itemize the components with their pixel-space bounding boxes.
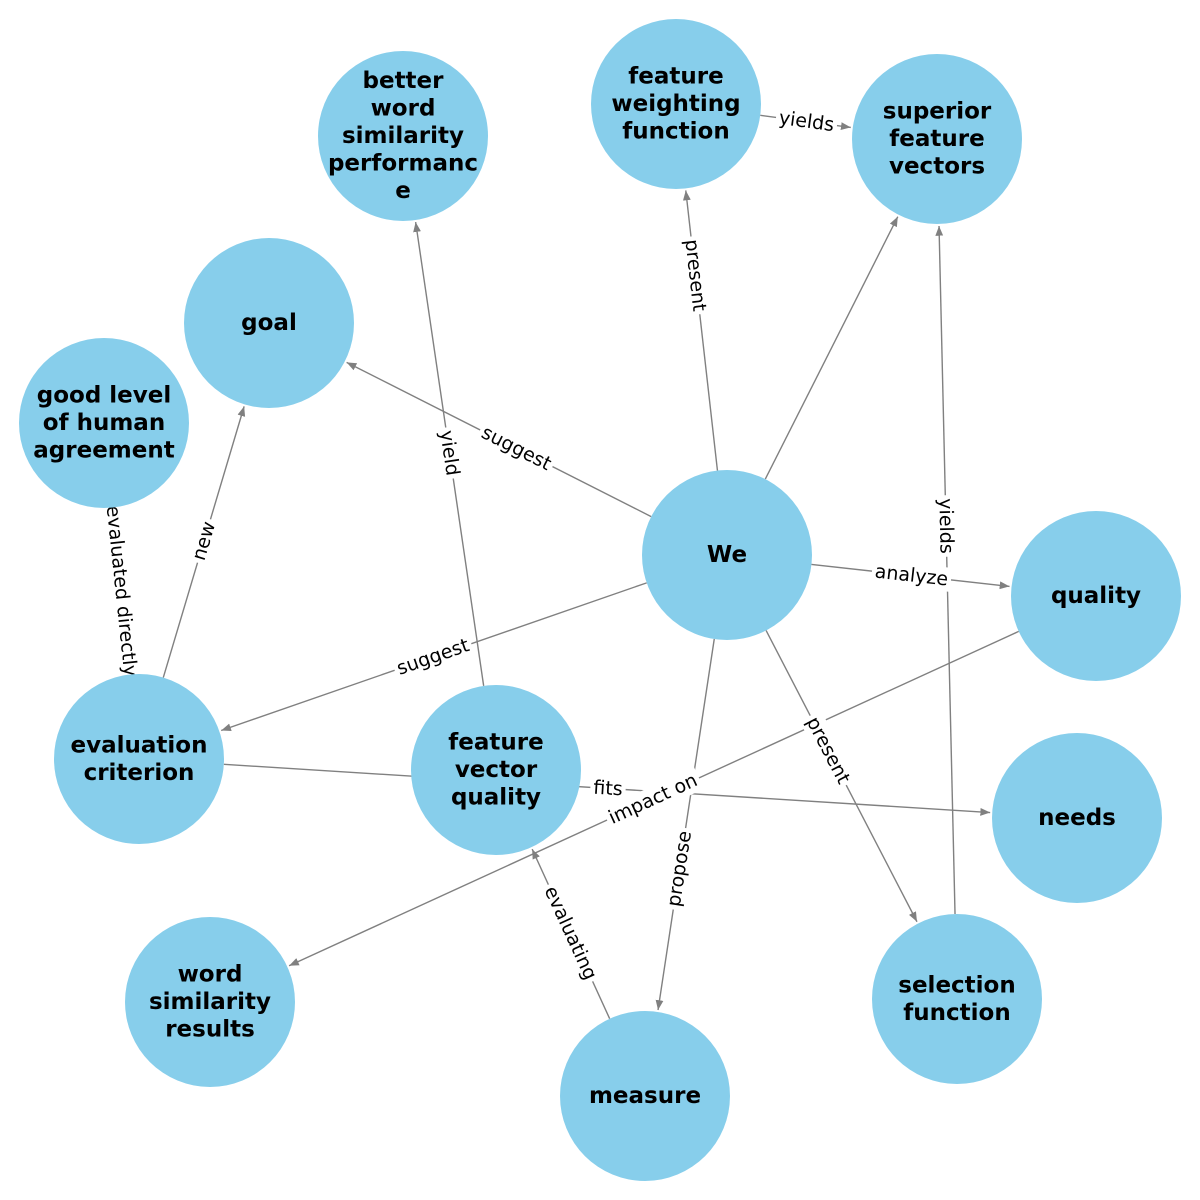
node-label-line: quality	[1051, 583, 1141, 609]
edge-label-bg	[537, 879, 604, 987]
edge-label-bg	[433, 425, 466, 481]
edge-label-bg	[870, 559, 953, 592]
node-label-line: feature	[628, 64, 723, 90]
node-circle	[852, 54, 1022, 224]
node-label-line: superior	[883, 99, 992, 125]
edge-label-we-selection: present	[799, 710, 857, 791]
node-label-line: criterion	[84, 760, 195, 786]
edge-label-we-measure: propose	[661, 826, 698, 912]
node-label-line: goal	[241, 310, 297, 336]
edge-label-text: yields	[778, 107, 836, 136]
edge-we-weighting	[682, 190, 719, 471]
node-needs: needs	[992, 733, 1162, 903]
node-label-line: feature	[889, 126, 984, 152]
node-circle	[992, 733, 1162, 903]
edge-label-evaluation-agreement: evaluated directly	[100, 501, 143, 681]
node-label-line: vector	[455, 757, 538, 783]
edge-label-fvq-better: yield	[433, 425, 466, 481]
node-label-line: of human	[43, 410, 165, 436]
node-label-line: function	[903, 1000, 1010, 1026]
node-label-line: We	[707, 542, 747, 568]
edge-label-bg	[933, 495, 959, 557]
node-label-line: good level	[37, 383, 172, 409]
edge-label-evaluation-needs: fits	[589, 775, 627, 802]
node-label-line: results	[165, 1017, 255, 1043]
node-label-line: similarity	[149, 989, 271, 1015]
edge-label-bg	[100, 501, 143, 681]
edge-label-bg	[474, 419, 558, 478]
node-circle	[184, 238, 354, 408]
edge-label-we-goal: suggest	[474, 419, 558, 478]
edge-label-measure-fvq: evaluating	[537, 879, 604, 987]
node-label-line: evaluation	[71, 732, 208, 758]
edge-label-text: yield	[435, 429, 463, 477]
node-goal: goal	[184, 238, 354, 408]
edge-label-evaluation-goal: new	[186, 515, 222, 567]
node-circle	[54, 674, 224, 844]
node-circle	[872, 914, 1042, 1084]
edge-label-selection-superior: yields	[933, 495, 959, 557]
node-circle	[411, 685, 581, 855]
edge-label-bg	[602, 767, 704, 831]
edge-label-text: yields	[934, 498, 957, 554]
node-circle	[560, 1011, 730, 1181]
edge-label-text: suggest	[478, 421, 555, 475]
edge-label-text: present	[680, 238, 710, 312]
node-label-line: word	[178, 962, 243, 988]
node-measure: measure	[560, 1011, 730, 1181]
edge-label-bg	[774, 105, 839, 138]
edge-label-weighting-superior: yields	[774, 105, 839, 138]
node-circle	[318, 51, 488, 221]
edge-label-bg	[589, 775, 627, 802]
edge-label-text: new	[188, 519, 220, 563]
node-circle	[125, 917, 295, 1087]
node-label-line: needs	[1038, 805, 1116, 831]
node-circle	[1011, 511, 1181, 681]
node-label-line: e	[395, 178, 411, 204]
edge-label-text: suggest	[394, 634, 472, 679]
node-circle	[19, 338, 189, 508]
edge-label-we-weighting: present	[679, 235, 712, 316]
node-label-line: weighting	[611, 91, 740, 117]
node-quality: quality	[1011, 511, 1181, 681]
node-label-line: agreement	[33, 438, 174, 464]
edge-label-text: evaluating	[540, 883, 602, 983]
edge-we-measure	[655, 638, 715, 1011]
edge-label-bg	[186, 515, 222, 567]
edge-label-we-evaluation: suggest	[390, 632, 476, 682]
edge-label-bg	[799, 710, 857, 791]
edge-label-text: analyze	[874, 561, 949, 591]
node-label-line: vectors	[889, 154, 985, 180]
node-label-line: measure	[589, 1083, 701, 1109]
edge-label-bg	[661, 826, 698, 912]
node-circle	[642, 470, 812, 640]
node-circle	[591, 19, 761, 189]
node-we: We	[642, 470, 812, 640]
node-label-line: better	[363, 68, 445, 94]
node-label-line: function	[622, 119, 729, 145]
edge-label-we-quality: analyze	[870, 559, 953, 592]
node-label-line: performanc	[328, 151, 478, 177]
node-label-line: feature	[448, 730, 543, 756]
nodes-layer: Wegoalbetterwordsimilarityperformancefea…	[19, 19, 1181, 1181]
edge-label-bg	[390, 632, 476, 682]
edge-we-superior	[764, 216, 899, 480]
node-label-line: similarity	[342, 123, 464, 149]
node-label-line: word	[371, 96, 436, 122]
edge-labels-layer: suggest present yield analyze suggest present…	[100, 105, 959, 987]
edge-label-text: evaluated directly	[102, 505, 142, 678]
edge-label-text: fits	[593, 777, 624, 801]
node-label-line: selection	[898, 972, 1015, 998]
edge-label-bg	[679, 235, 712, 316]
node-label-line: quality	[451, 785, 541, 811]
